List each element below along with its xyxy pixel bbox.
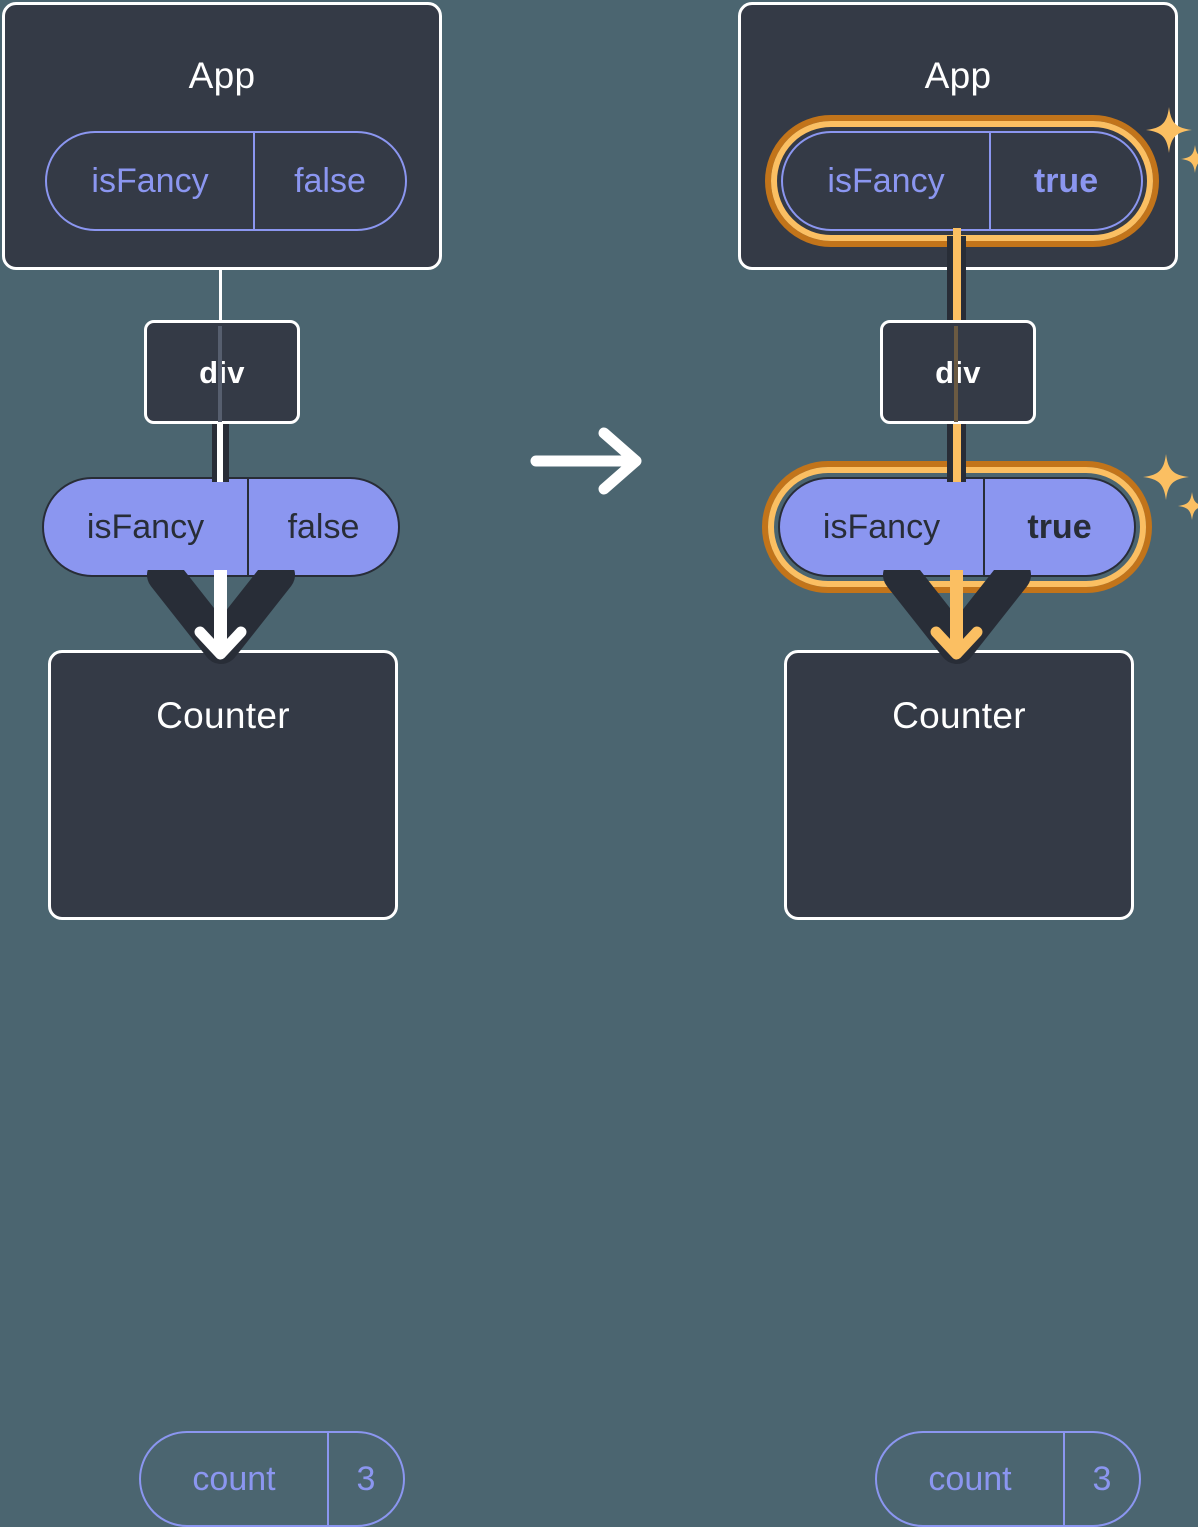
- arrowhead-orange-icon: [930, 626, 983, 660]
- div-host-card-after: div: [880, 320, 1036, 424]
- arrow-right-icon: [530, 427, 642, 495]
- connector-through-div: [218, 326, 222, 422]
- app-card-title-after: App: [924, 55, 992, 96]
- counter-state-pill-after: count 3: [875, 1431, 1141, 1527]
- counter-state-key: count: [192, 1459, 276, 1498]
- app-state-key: isFancy: [91, 161, 209, 200]
- counter-component-card-after: Counter count 3: [784, 650, 1141, 1527]
- counter-state-value-after: 3: [1063, 1433, 1139, 1525]
- arrowhead-white-icon: [194, 626, 247, 660]
- app-state-pill-after: isFancy true: [781, 131, 1143, 231]
- connector-flow-app-to-div: [953, 228, 961, 328]
- counter-component-card: Counter count 3: [48, 650, 405, 1527]
- counter-state-pill: count 3: [139, 1431, 405, 1527]
- counter-card-title: Counter: [156, 695, 290, 736]
- prop-key: isFancy: [86, 507, 205, 546]
- div-host-card: div: [144, 320, 300, 424]
- div-card-title-after: div: [883, 355, 1033, 391]
- counter-card-title-after: Counter: [892, 695, 1026, 736]
- connector-div-to-prop: [212, 420, 229, 482]
- app-state-value: false: [253, 133, 405, 229]
- propagated-prop-pill: isFancy false: [42, 477, 400, 577]
- counter-state-value: 3: [327, 1433, 403, 1525]
- app-state-value-after: true: [989, 133, 1141, 229]
- sparkle-icon-app: [1146, 107, 1198, 173]
- prop-value-after: true: [983, 479, 1134, 575]
- app-card-title: App: [188, 55, 256, 96]
- connector-through-div-after: [954, 326, 958, 422]
- app-state-pill: isFancy false: [45, 131, 407, 231]
- counter-state-key-after: count: [928, 1459, 1012, 1498]
- sparkle-icon-prop: [1143, 454, 1198, 520]
- app-state-key-after: isFancy: [827, 161, 945, 200]
- propagated-prop-pill-after: isFancy true: [778, 477, 1136, 577]
- prop-value: false: [247, 479, 398, 575]
- prop-flow-arrow-before: [147, 570, 295, 664]
- prop-key-after: isFancy: [822, 507, 941, 546]
- connector-app-to-div: [219, 268, 222, 324]
- div-card-title: div: [147, 355, 297, 391]
- prop-flow-arrow-after: [883, 570, 1031, 664]
- app-component-card: App isFancy false: [2, 2, 442, 270]
- connector-flow-div-to-prop: [953, 420, 961, 482]
- inner-line: [214, 570, 227, 654]
